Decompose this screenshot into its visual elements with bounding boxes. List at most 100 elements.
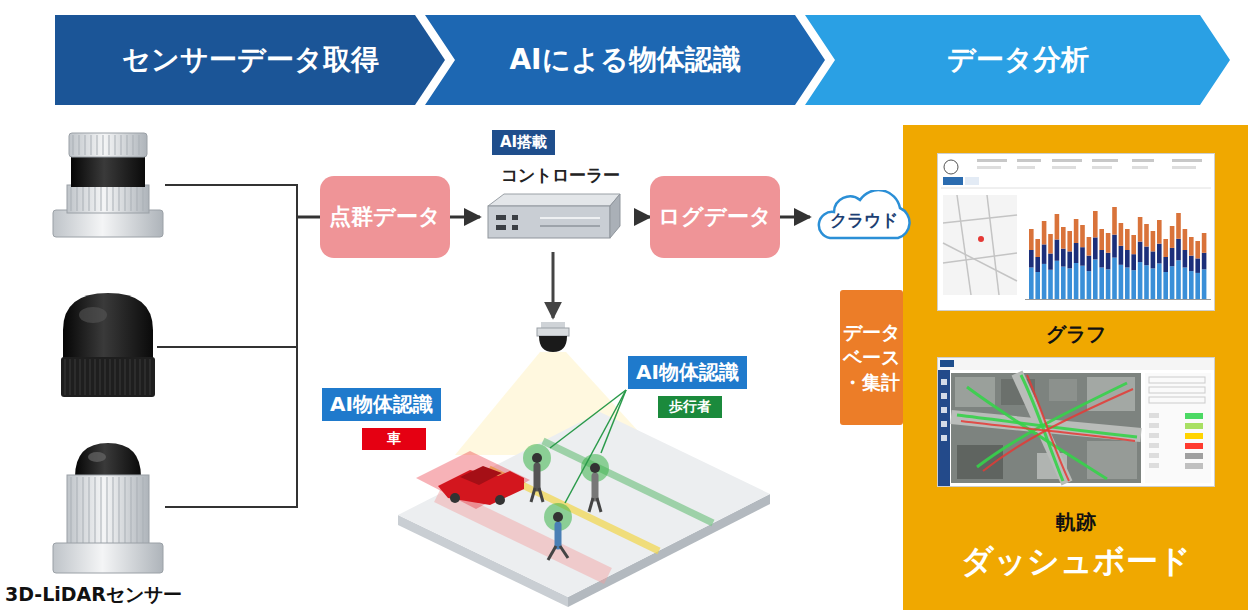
illustration-part [1087, 256, 1092, 272]
illustration-part [941, 435, 947, 441]
illustration-part [63, 293, 153, 360]
illustration-part [115, 359, 116, 395]
illustration-part [1074, 243, 1079, 263]
illustration-part [1170, 266, 1175, 299]
illustration-part [938, 154, 1215, 311]
illustration-part [1132, 159, 1154, 162]
flow-connector [300, 216, 320, 219]
illustration-part [73, 135, 74, 155]
illustration-part [150, 359, 151, 395]
illustration-part [1061, 227, 1066, 249]
illustration-part [938, 358, 1214, 370]
illustration-part [597, 498, 601, 512]
illustration-part [1163, 257, 1168, 272]
illustration-part [107, 477, 108, 543]
illustration-part [512, 215, 518, 220]
illustration-part [101, 187, 102, 211]
stage-chevron: AIによる物体認識 [425, 15, 825, 105]
illustration-part [1131, 254, 1136, 270]
illustration-part [1149, 433, 1159, 438]
illustration-part [1087, 271, 1092, 299]
illustration-part [965, 177, 979, 185]
illustration-part [1176, 213, 1181, 239]
illustration-part [165, 506, 297, 508]
chart-screenshot [937, 153, 1215, 311]
ceiling-sensor [539, 336, 567, 352]
illustration-part [1074, 219, 1079, 243]
node-label: データベース・集計 [840, 320, 903, 394]
illustration-part [1183, 250, 1188, 268]
illustration-part [592, 476, 599, 498]
illustration-part [540, 217, 600, 219]
illustration-part [1185, 413, 1203, 419]
illustration-part [532, 453, 542, 463]
illustration-part [100, 359, 101, 395]
illustration-part [943, 177, 963, 185]
illustration-part [1138, 262, 1143, 299]
illustration-part [1202, 269, 1207, 299]
node-label: ダッシュボード [903, 540, 1248, 584]
down-arrow [552, 252, 555, 318]
node-label: 3D-LiDARセンサー [5, 582, 182, 608]
chart-card: グラフ [937, 153, 1215, 348]
node-sublabel: 歩行者 [658, 396, 722, 418]
illustration-part [1049, 379, 1077, 401]
illustration-part [548, 546, 556, 560]
illustration-part [819, 190, 910, 238]
flow-connector [641, 216, 650, 219]
illustration-part [941, 393, 947, 399]
leader-line [601, 390, 626, 453]
pedestrian [581, 454, 609, 512]
illustration-part [1185, 423, 1203, 429]
illustration-part [70, 359, 71, 395]
illustration-part [1061, 249, 1066, 267]
illustration-part [1125, 268, 1130, 300]
illustration-part [1099, 268, 1104, 300]
illustration-part [1149, 377, 1205, 383]
illustration-part [1151, 231, 1156, 251]
illustration-part [1055, 240, 1060, 261]
illustration-part [71, 187, 72, 211]
node-label: 点群データ [329, 202, 441, 232]
illustration-part [512, 225, 518, 230]
illustration-part [1195, 273, 1200, 299]
illustration-part [1144, 224, 1149, 247]
illustration-part [1080, 247, 1085, 266]
illustration-part [1029, 268, 1034, 300]
illustration-part [83, 477, 84, 543]
dashboard-panel: グラフ軌跡ダッシュボード [903, 125, 1248, 610]
illustration-part [296, 216, 300, 219]
illustration-part [1048, 270, 1053, 299]
illustration-part [1195, 241, 1200, 258]
illustration-part [135, 359, 136, 395]
illustration-part [496, 225, 506, 230]
node-label: AI搭載 [492, 130, 555, 155]
illustration-part [55, 15, 445, 105]
car-wheel [450, 493, 460, 503]
illustration-part [983, 389, 1133, 471]
side-tab: データベース・集計 [840, 290, 903, 425]
illustration-part [113, 187, 114, 211]
illustration-part [137, 187, 138, 211]
illustration-part [1042, 264, 1047, 299]
illustration-part [1052, 159, 1082, 162]
flow-connector [450, 216, 480, 219]
cloud-shape: クラウド [810, 190, 918, 244]
illustration-part [1092, 166, 1112, 169]
illustration-part [103, 135, 104, 155]
illustration-part [1093, 259, 1098, 299]
illustration-part [1151, 251, 1156, 268]
illustration-part [1172, 166, 1196, 169]
illustration-part [139, 135, 140, 155]
illustration-part [1149, 453, 1159, 458]
illustration-part [1087, 441, 1137, 479]
illustration-part [1176, 260, 1181, 299]
illustration-part [1172, 159, 1202, 162]
sensor-group: 3D-LiDARセンサー [5, 125, 300, 610]
illustration-part [1092, 159, 1118, 162]
illustration-part [143, 187, 144, 211]
illustration-part [1149, 463, 1159, 468]
illustration-part [540, 225, 600, 227]
illustration-part [1067, 231, 1072, 251]
illustration-part [1131, 270, 1136, 299]
